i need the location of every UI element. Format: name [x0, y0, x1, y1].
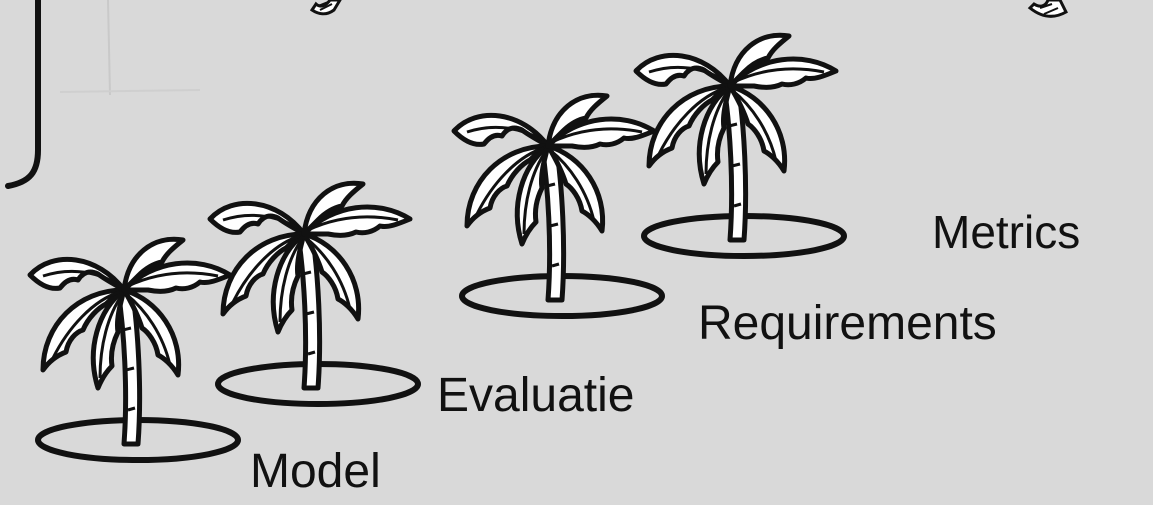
label-requirements: Requirements [698, 297, 997, 350]
label-evaluatie: Evaluatie [437, 369, 635, 422]
palm-tree-island-icon [30, 239, 238, 460]
scroll-icon [309, 0, 342, 16]
label-metrics: Metrics [932, 206, 1081, 258]
palm-tree-island-icon [210, 183, 418, 404]
curly-bracket-icon [5, 0, 201, 189]
label-model: Model [250, 445, 381, 498]
palm-tree-island-icon [636, 35, 844, 256]
scroll-icon [1027, 0, 1068, 18]
palm-tree-island-icon [454, 95, 662, 316]
